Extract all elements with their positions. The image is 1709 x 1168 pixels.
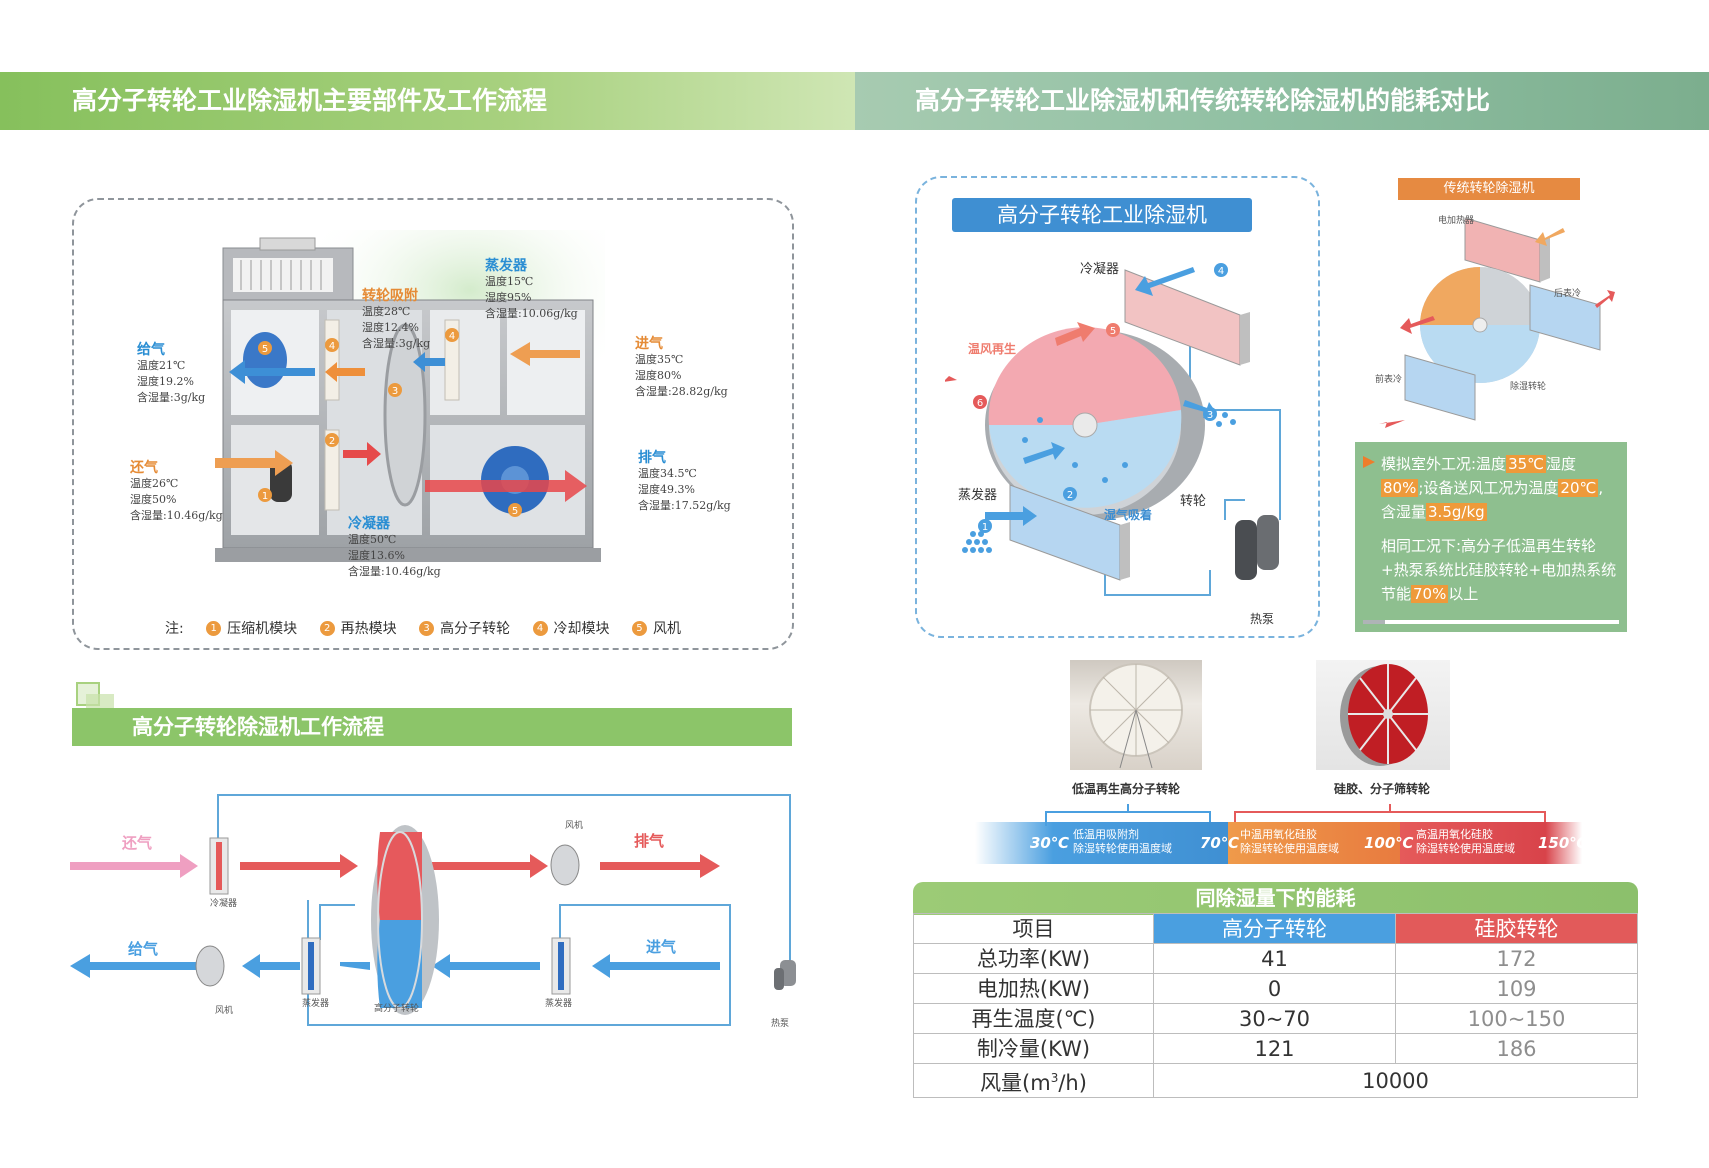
temp-band-low — [975, 822, 1235, 864]
temp-70: 70℃ — [1200, 834, 1240, 852]
header-polymer: 高分子转轮 — [1153, 913, 1396, 944]
supply-air-label: 给气 温度21℃ 湿度19.2% 含湿量:3g/kg — [137, 342, 206, 404]
process-fan-bottom-label: 风机 — [215, 1006, 234, 1016]
row-silica-value: 109 — [1395, 973, 1638, 1004]
dehumidifier-unit-illustration: 5 4 4 3 2 1 5 — [215, 230, 605, 562]
svg-text:4: 4 — [1218, 266, 1224, 277]
polymer-system-title: 高分子转轮工业除湿机 — [952, 198, 1252, 232]
temp-100: 100℃ — [1364, 834, 1414, 852]
row-silica-value: 172 — [1395, 943, 1638, 974]
svg-text:4: 4 — [329, 341, 335, 352]
polymer-wheel-label: 转轮 — [1180, 494, 1207, 509]
polymer-system-frame — [915, 176, 1320, 638]
process-wheel-label: 高分子转轮 — [374, 1004, 420, 1014]
svg-text:5: 5 — [1110, 326, 1116, 337]
polymer-moisture-label: 湿气吸着 — [1104, 508, 1153, 522]
svg-text:1: 1 — [982, 522, 988, 533]
header-item: 项目 — [913, 913, 1154, 944]
temp-band-mid — [1228, 822, 1406, 864]
process-fan-top-label: 风机 — [565, 821, 584, 831]
row-polymer-value: 30~70 — [1153, 1003, 1396, 1034]
svg-text:3: 3 — [1207, 410, 1213, 421]
table-row: 再生温度(℃) 30~70 100~150 — [913, 1003, 1638, 1034]
polymer-heat-pump-label: 热泵 — [1250, 612, 1275, 626]
info-divider-accent — [1363, 620, 1385, 624]
wheel-adsorb-label: 转轮吸附 温度28℃ 湿度12.4% 含湿量:3g/kg — [362, 288, 431, 350]
table-row: 制冷量(KW) 121 186 — [913, 1033, 1638, 1064]
polymer-condenser-label: 冷凝器 — [1080, 262, 1120, 277]
polymer-regeneration-label: 温风再生 — [968, 342, 1017, 356]
temp-band-mid-text: 中温用氧化硅胶除湿转轮使用温度域 — [1240, 828, 1339, 855]
table-header-row: 项目 高分子转轮 硅胶转轮 — [913, 913, 1638, 944]
temp-band-high-text: 高温用氧化硅胶除湿转轮使用温度域 — [1416, 828, 1515, 855]
table-row: 电加热(KW) 0 109 — [913, 973, 1638, 1004]
svg-text:1: 1 — [262, 491, 268, 502]
svg-text:2: 2 — [1067, 490, 1073, 501]
info-divider-bar — [1363, 620, 1619, 624]
process-evaporator-a-label: 蒸发器 — [302, 999, 330, 1009]
silica-wheel-photo — [1316, 660, 1450, 770]
svg-text:3: 3 — [392, 386, 398, 397]
process-heat-pump-label: 热泵 — [771, 1019, 790, 1029]
row-silica-value: 100~150 — [1395, 1003, 1638, 1034]
table-row-airflow: 风量(m3/h) 10000 — [913, 1063, 1638, 1098]
svg-text:5: 5 — [512, 506, 518, 517]
row-polymer-value: 121 — [1153, 1033, 1396, 1064]
unit-diagram-frame — [72, 198, 794, 650]
info-arrow-icon — [1363, 456, 1375, 468]
temp-band-high — [1400, 822, 1582, 864]
airflow-value: 10000 — [1153, 1063, 1638, 1098]
temp-30: 30℃ — [1030, 834, 1070, 852]
svg-text:5: 5 — [262, 344, 268, 355]
row-polymer-value: 41 — [1153, 943, 1396, 974]
process-evaporator-b-label: 蒸发器 — [545, 999, 573, 1009]
energy-table-title: 同除湿量下的能耗 — [913, 882, 1638, 915]
row-polymer-value: 0 — [1153, 973, 1396, 1004]
row-label: 再生温度(℃) — [913, 1003, 1154, 1034]
temp-band-low-text: 低温用吸附剂除湿转轮使用温度域 — [1073, 828, 1172, 855]
energy-table: 项目 高分子转轮 硅胶转轮 总功率(KW) 41 172 电加热(KW) 0 1… — [913, 913, 1638, 1098]
photo-caption-silica: 硅胶、分子筛转轮 — [1334, 782, 1431, 796]
svg-text:4: 4 — [449, 331, 455, 342]
trad-pre-cooling-label: 前表冷 — [1375, 375, 1403, 385]
row-label: 制冷量(KW) — [913, 1033, 1154, 1064]
intake-air-label: 进气 温度35℃ 湿度80% 含湿量:28.82g/kg — [635, 336, 728, 398]
header-silica: 硅胶转轮 — [1395, 913, 1638, 944]
temp-150: 150℃ — [1538, 834, 1588, 852]
airflow-label: 风量(m3/h) — [913, 1063, 1154, 1098]
polymer-wheel-photo — [1070, 660, 1202, 770]
trad-electric-heater-label: 电加热器 — [1438, 216, 1475, 226]
left-section-banner: 高分子转轮工业除湿机主要部件及工作流程 — [0, 72, 855, 130]
row-label: 总功率(KW) — [913, 943, 1154, 974]
process-banner: 高分子转轮除湿机工作流程 — [72, 708, 792, 746]
return-air-label: 还气 温度26℃ 湿度50% 含湿量:10.46g/kg — [130, 460, 223, 522]
process-flow-diagram — [70, 794, 796, 1026]
row-label: 电加热(KW) — [913, 973, 1154, 1004]
polymer-system-illustration: 4 5 6 3 2 1 — [945, 263, 1281, 596]
photo-caption-polymer: 低温再生高分子转轮 — [1072, 782, 1181, 796]
exhaust-air-label: 排气 温度34.5℃ 湿度49.3% 含湿量:17.52g/kg — [638, 450, 731, 512]
process-intake: 进气 — [646, 938, 677, 956]
traditional-title: 传统转轮除湿机 — [1398, 178, 1580, 200]
process-exhaust: 排气 — [634, 832, 665, 850]
polymer-evaporator-label: 蒸发器 — [958, 488, 998, 503]
row-silica-value: 186 — [1395, 1033, 1638, 1064]
condenser-label: 冷凝器 温度50℃ 湿度13.6% 含湿量:10.46g/kg — [348, 516, 441, 578]
process-supply: 给气 — [128, 940, 159, 958]
trad-post-cooling-label: 后表冷 — [1554, 289, 1582, 299]
evaporator-label: 蒸发器 温度15℃ 湿度95% 含湿量:10.06g/kg — [485, 258, 578, 320]
right-section-banner: 高分子转轮工业除湿机和传统转轮除湿机的能耗对比 — [855, 72, 1709, 130]
svg-text:6: 6 — [977, 398, 983, 409]
traditional-system-illustration — [1379, 217, 1615, 428]
process-return-air: 还气 — [122, 834, 153, 852]
trad-dehumid-wheel-label: 除湿转轮 — [1510, 382, 1547, 392]
table-row: 总功率(KW) 41 172 — [913, 943, 1638, 974]
process-condenser-label: 冷凝器 — [210, 899, 238, 909]
svg-text:2: 2 — [329, 436, 335, 447]
temperature-range-bracket — [1045, 804, 1546, 826]
